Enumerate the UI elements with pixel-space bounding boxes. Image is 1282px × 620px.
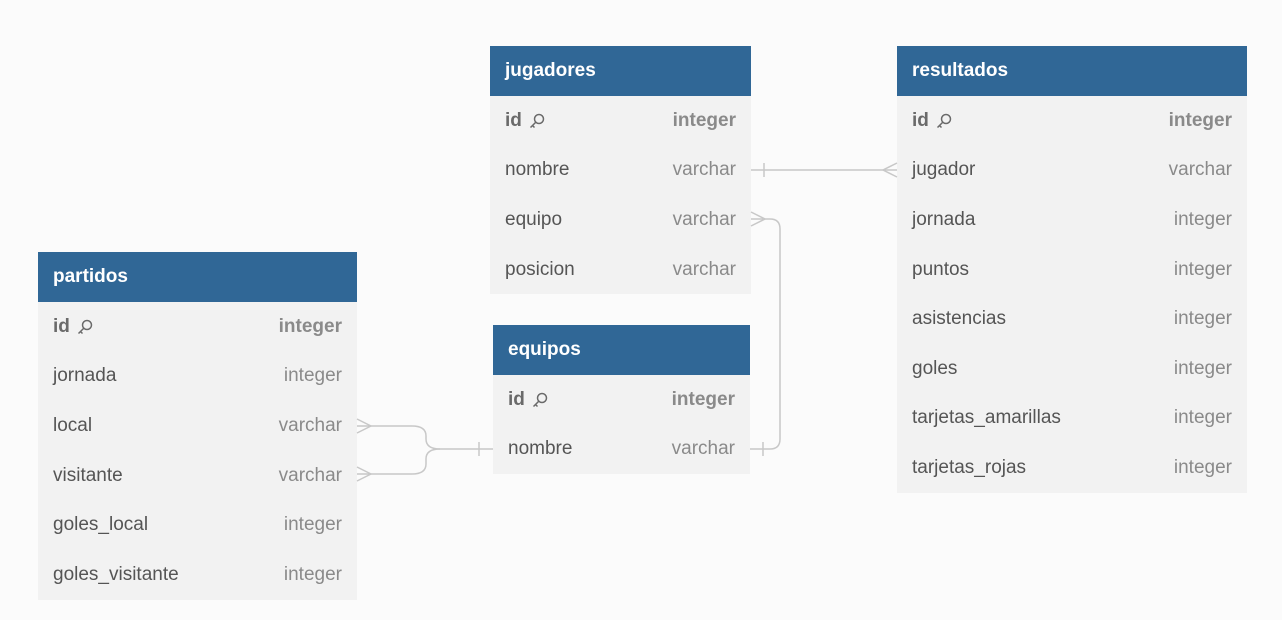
field-name: id xyxy=(508,388,525,410)
field-name: visitante xyxy=(53,464,123,486)
field-row-jugadores-nombre[interactable]: nombre varchar xyxy=(490,146,751,196)
field-name: goles xyxy=(912,357,958,379)
field-type: varchar xyxy=(671,438,735,460)
field-row-resultados-puntos[interactable]: puntos integer xyxy=(897,245,1247,295)
key-icon xyxy=(935,112,953,130)
field-name: jornada xyxy=(912,208,976,230)
field-type: varchar xyxy=(672,258,736,280)
key-icon xyxy=(76,318,94,336)
field-row-resultados-tarjetas-amarillas[interactable]: tarjetas_amarillas integer xyxy=(897,394,1247,444)
field-row-resultados-jugador[interactable]: jugador varchar xyxy=(897,146,1247,196)
field-row-partidos-visitante[interactable]: visitante varchar xyxy=(38,451,357,501)
field-row-partidos-jornada[interactable]: jornada integer xyxy=(38,352,357,402)
field-row-partidos-goles-local[interactable]: goles_local integer xyxy=(38,500,357,550)
field-type: integer xyxy=(1173,357,1232,379)
field-name: tarjetas_amarillas xyxy=(912,407,1061,429)
table-equipos[interactable]: equipos id integer nombre varchar xyxy=(493,325,750,475)
field-type: integer xyxy=(1168,109,1232,131)
field-row-resultados-tarjetas-rojas[interactable]: tarjetas_rojas integer xyxy=(897,443,1247,493)
field-name: nombre xyxy=(508,438,573,460)
field-type: integer xyxy=(1173,308,1232,330)
table-header-jugadores[interactable]: jugadores xyxy=(490,46,751,96)
field-row-resultados-goles[interactable]: goles integer xyxy=(897,344,1247,394)
relation-jugadores-nombre-resultados-jugador[interactable] xyxy=(751,162,898,178)
field-name: jugador xyxy=(912,159,976,181)
field-name: posicion xyxy=(505,258,575,280)
field-name: asistencias xyxy=(912,308,1006,330)
field-type: varchar xyxy=(278,464,342,486)
field-type: varchar xyxy=(672,159,736,181)
field-type: integer xyxy=(283,563,342,585)
field-row-resultados-id[interactable]: id integer xyxy=(897,96,1247,146)
field-type: integer xyxy=(1173,407,1232,429)
field-row-equipos-id[interactable]: id integer xyxy=(493,375,750,425)
field-name: id xyxy=(53,315,70,337)
relation-equipos-nombre-partidos[interactable] xyxy=(356,418,493,482)
field-row-jugadores-equipo[interactable]: equipo varchar xyxy=(490,195,751,245)
field-type: integer xyxy=(278,315,342,337)
field-name: id xyxy=(505,109,522,131)
key-icon xyxy=(528,112,546,130)
field-name: puntos xyxy=(912,258,970,280)
field-type: integer xyxy=(1173,208,1232,230)
field-name: goles_visitante xyxy=(53,563,179,585)
table-resultados[interactable]: resultados id integer jugador varchar jo… xyxy=(897,46,1247,493)
field-row-equipos-nombre[interactable]: nombre varchar xyxy=(493,425,750,475)
field-row-resultados-asistencias[interactable]: asistencias integer xyxy=(897,294,1247,344)
table-jugadores[interactable]: jugadores id integer nombre varchar equi… xyxy=(490,46,751,295)
field-type: integer xyxy=(671,388,735,410)
field-type: integer xyxy=(283,514,342,536)
field-name: goles_local xyxy=(53,514,149,536)
field-type: varchar xyxy=(672,208,736,230)
field-name: equipo xyxy=(505,208,563,230)
field-row-resultados-jornada[interactable]: jornada integer xyxy=(897,195,1247,245)
field-name: tarjetas_rojas xyxy=(912,456,1027,478)
field-type: integer xyxy=(283,365,342,387)
table-header-partidos[interactable]: partidos xyxy=(38,252,357,302)
field-row-partidos-local[interactable]: local varchar xyxy=(38,401,357,451)
field-type: varchar xyxy=(278,414,342,436)
field-name: id xyxy=(912,109,929,131)
field-type: integer xyxy=(1173,258,1232,280)
table-header-resultados[interactable]: resultados xyxy=(897,46,1247,96)
field-row-jugadores-posicion[interactable]: posicion varchar xyxy=(490,245,751,295)
field-type: integer xyxy=(1173,456,1232,478)
field-row-partidos-goles-visitante[interactable]: goles_visitante integer xyxy=(38,550,357,600)
field-row-jugadores-id[interactable]: id integer xyxy=(490,96,751,146)
field-type: integer xyxy=(672,109,736,131)
key-icon xyxy=(531,391,549,409)
table-partidos[interactable]: partidos id integer jornada integer loca… xyxy=(38,252,357,600)
table-header-equipos[interactable]: equipos xyxy=(493,325,750,375)
field-name: jornada xyxy=(53,365,117,387)
field-name: local xyxy=(53,414,93,436)
field-row-partidos-id[interactable]: id integer xyxy=(38,302,357,352)
field-name: nombre xyxy=(505,159,570,181)
relation-equipos-nombre-jugadores-equipo[interactable] xyxy=(750,211,781,456)
field-type: varchar xyxy=(1168,159,1232,181)
